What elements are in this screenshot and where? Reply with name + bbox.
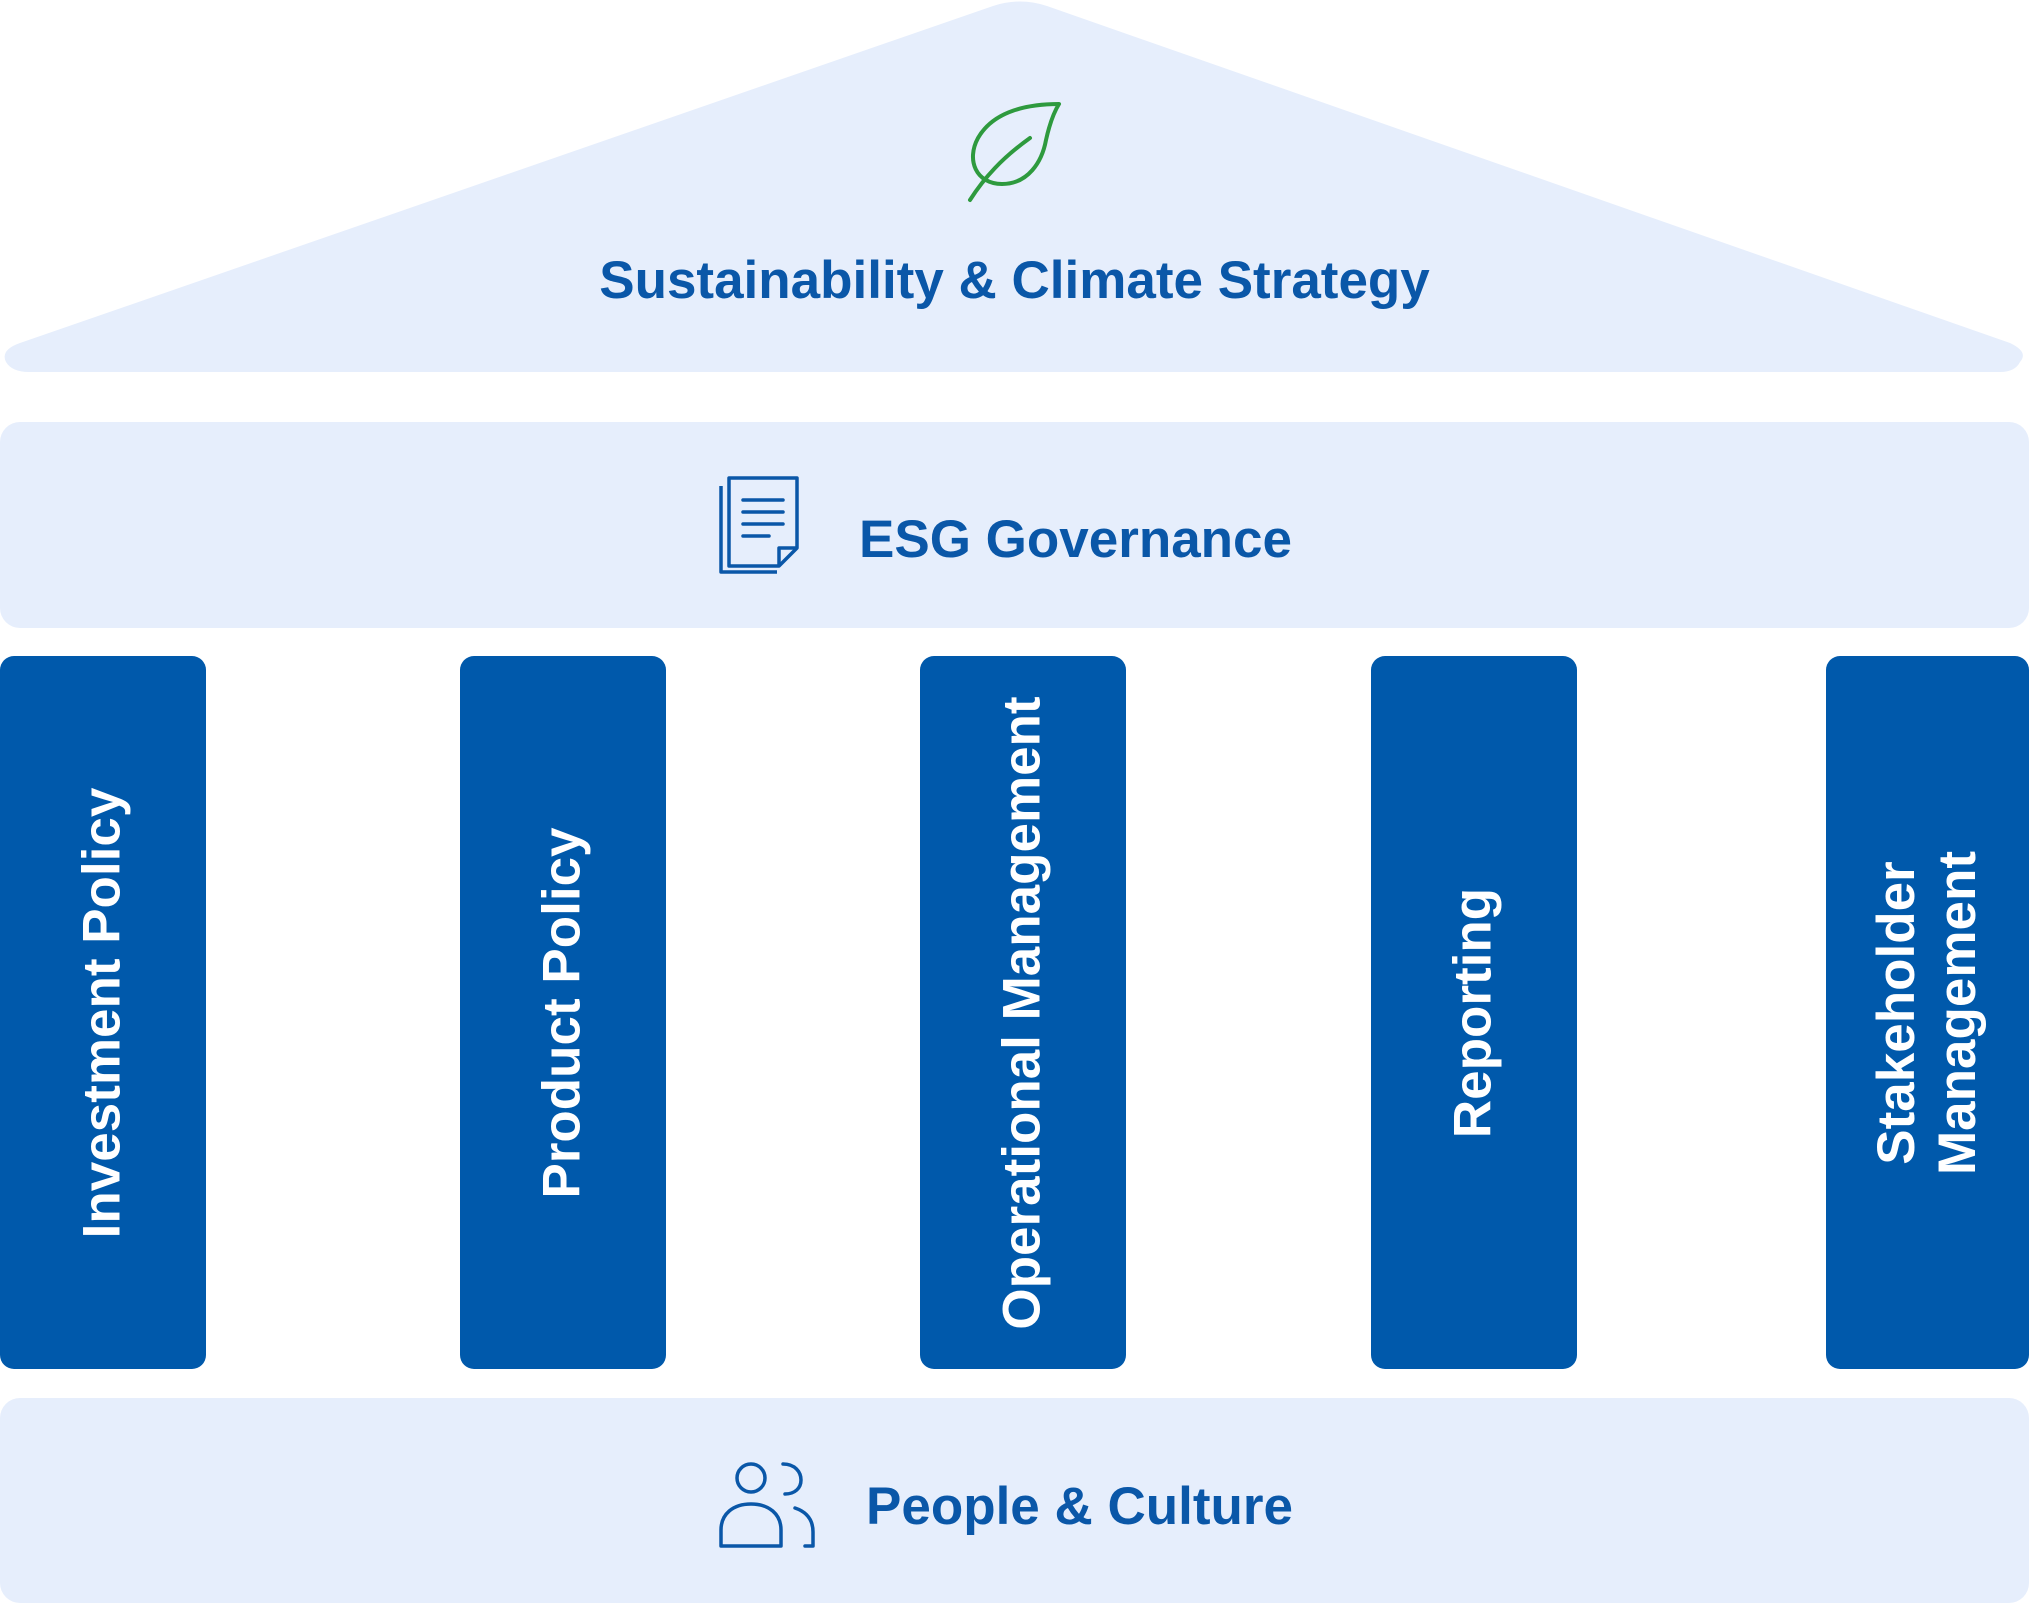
pillar-label: Product Policy	[532, 826, 592, 1199]
document-icon	[719, 476, 799, 574]
pillar-stakeholder-management: Stakeholder Management	[1826, 656, 2029, 1369]
foundation-label: People & Culture	[866, 1477, 1294, 1536]
people-icon	[719, 1462, 815, 1548]
pillar-operational-management: Operational Management	[920, 656, 1126, 1369]
roof-title: Sustainability & Climate Strategy	[599, 251, 1430, 310]
pillar-reporting: Reporting	[1371, 656, 1577, 1369]
pillar-label: Investment Policy	[72, 787, 132, 1238]
pillar-label: Stakeholder Management	[1866, 850, 1987, 1175]
governance-label: ESG Governance	[859, 510, 1293, 569]
foundation-band	[0, 1398, 2029, 1603]
leaf-icon	[968, 102, 1061, 202]
pillar-label: Operational Management	[992, 695, 1052, 1330]
pillar-investment-policy: Investment Policy	[0, 656, 206, 1369]
roof	[4, 1, 2023, 372]
governance-band	[0, 422, 2029, 628]
pillar-product-policy: Product Policy	[460, 656, 666, 1369]
pillar-label: Reporting	[1443, 887, 1503, 1138]
